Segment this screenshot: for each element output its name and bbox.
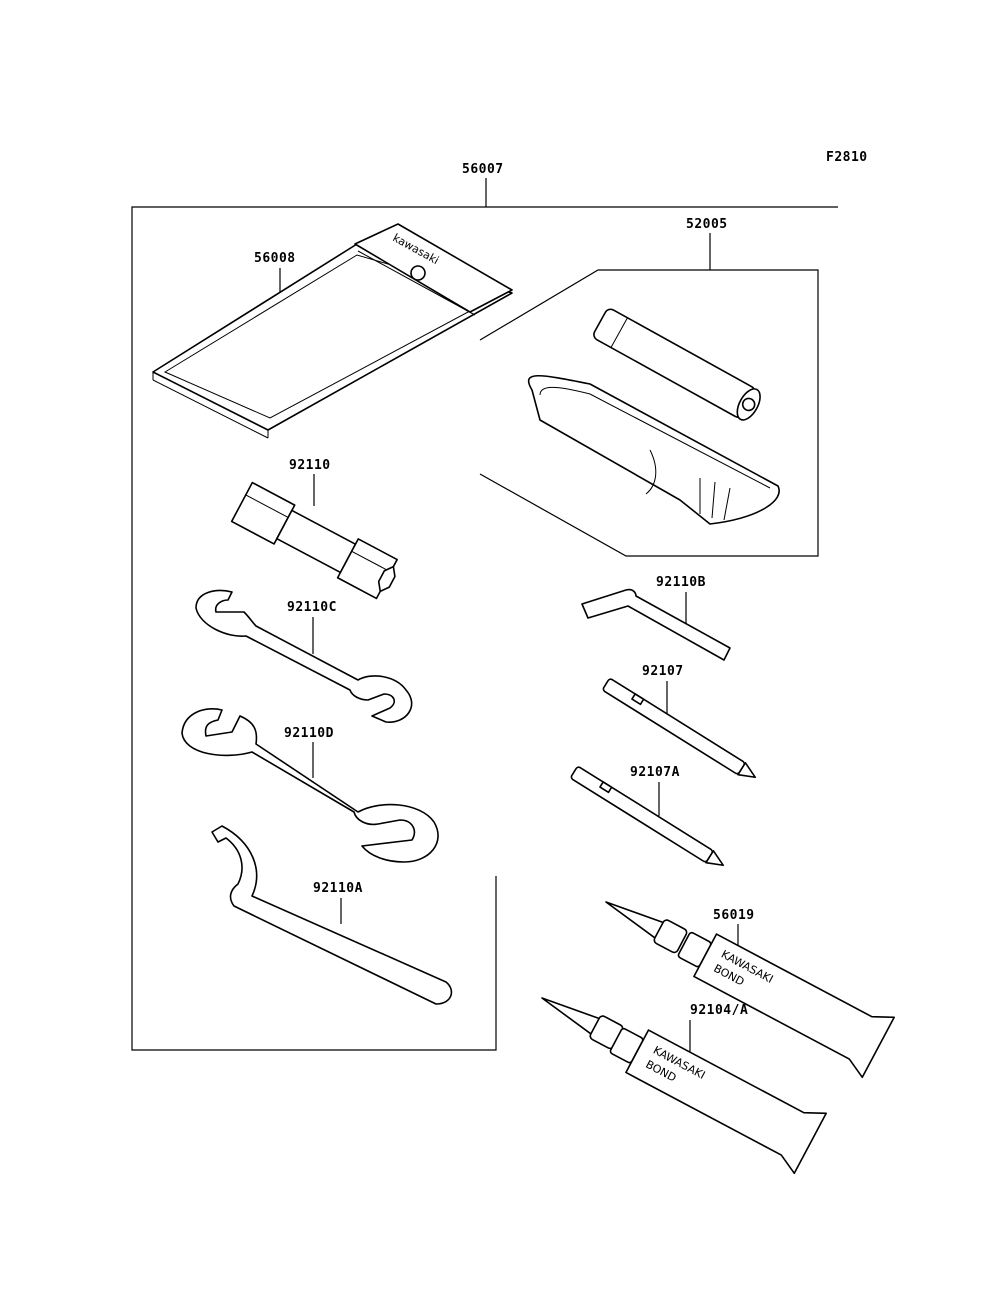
bond-tube-a[interactable]: 92104/A KAWASAKI BOND bbox=[536, 987, 828, 1175]
label-92110D: 92110D bbox=[284, 726, 334, 741]
screwdriver[interactable]: 92107 bbox=[602, 664, 759, 783]
label-92110A: 92110A bbox=[313, 881, 363, 896]
label-52005: 52005 bbox=[686, 217, 728, 232]
label-92107A: 92107A bbox=[630, 765, 680, 780]
hex-wrench[interactable]: 92110B bbox=[581, 575, 731, 661]
tool-kit-bracket: 56007 bbox=[131, 162, 838, 1051]
label-92107: 92107 bbox=[642, 664, 684, 679]
tool-case[interactable]: 56008 kawasaki bbox=[152, 223, 513, 439]
label-92110C: 92110C bbox=[287, 600, 337, 615]
pump-set[interactable]: 52005 bbox=[479, 217, 819, 557]
label-92110B: 92110B bbox=[656, 575, 706, 590]
label-56007: 56007 bbox=[462, 162, 504, 177]
hook-wrench[interactable]: 92110A bbox=[211, 825, 453, 1005]
screwdriver-a[interactable]: 92107A bbox=[570, 765, 727, 871]
label-56019: 56019 bbox=[713, 908, 755, 923]
spark-plug-wrench[interactable]: 92110 bbox=[230, 458, 403, 601]
label-92104A: 92104/A bbox=[690, 1003, 748, 1018]
open-end-wrench-small[interactable]: 92110C bbox=[195, 589, 413, 723]
bond-tube[interactable]: 56019 KAWASAKI BOND bbox=[600, 891, 896, 1079]
label-56008: 56008 bbox=[254, 251, 296, 266]
figure-code: F2810 bbox=[826, 150, 868, 165]
label-92110: 92110 bbox=[289, 458, 331, 473]
open-end-wrench-large[interactable]: 92110D bbox=[181, 708, 439, 863]
